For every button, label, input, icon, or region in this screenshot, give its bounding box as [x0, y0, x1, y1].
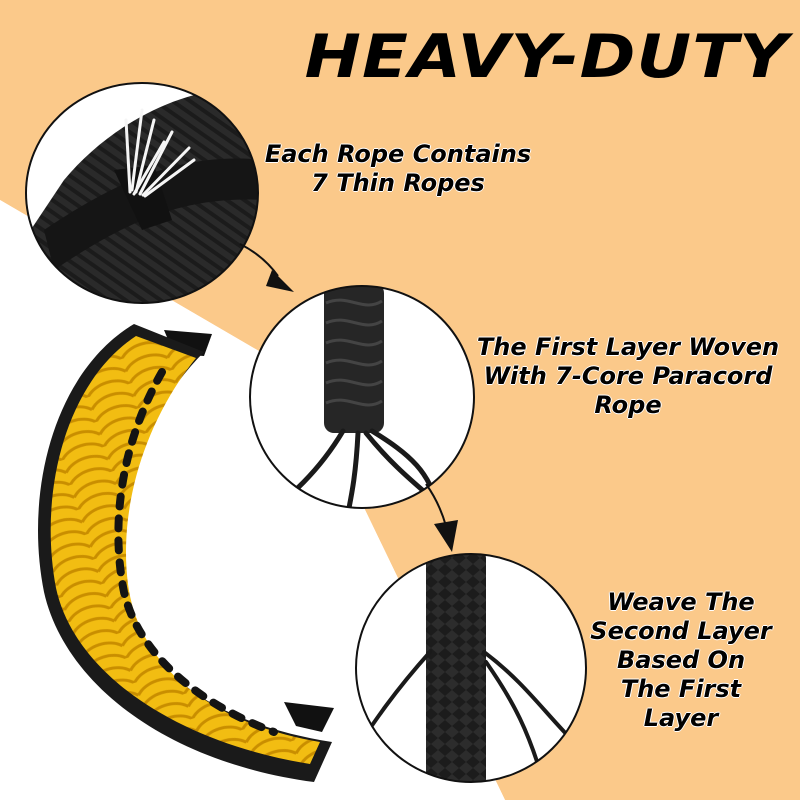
caption-line: The First [620, 675, 742, 703]
caption-line: Layer [643, 704, 719, 732]
caption-line: The First Layer Woven [476, 333, 780, 361]
caption-line: Rope [594, 391, 662, 419]
caption-line: Based On [616, 646, 746, 674]
caption-inner-strands: Each Rope Contains 7 Thin Ropes [258, 140, 538, 198]
first-layer-photo [249, 285, 475, 509]
paracord-bracelet-photo [38, 324, 334, 782]
caption-line: 7 Thin Ropes [311, 169, 485, 197]
caption-line: Each Rope Contains [264, 140, 532, 168]
second-layer-photo [355, 553, 587, 783]
arrow-down-icon [425, 483, 458, 552]
caption-line: With 7-Core Paracord [483, 362, 773, 390]
inner-strands-photo [25, 82, 259, 304]
caption-first-layer: The First Layer Woven With 7-Core Paraco… [468, 333, 788, 420]
arrow-down-right-icon [239, 243, 294, 292]
page-title: HEAVY-DUTY [304, 22, 789, 92]
caption-line: Second Layer [590, 617, 772, 645]
caption-second-layer: Weave The Second Layer Based On The Firs… [586, 588, 776, 733]
caption-line: Weave The [607, 588, 755, 616]
